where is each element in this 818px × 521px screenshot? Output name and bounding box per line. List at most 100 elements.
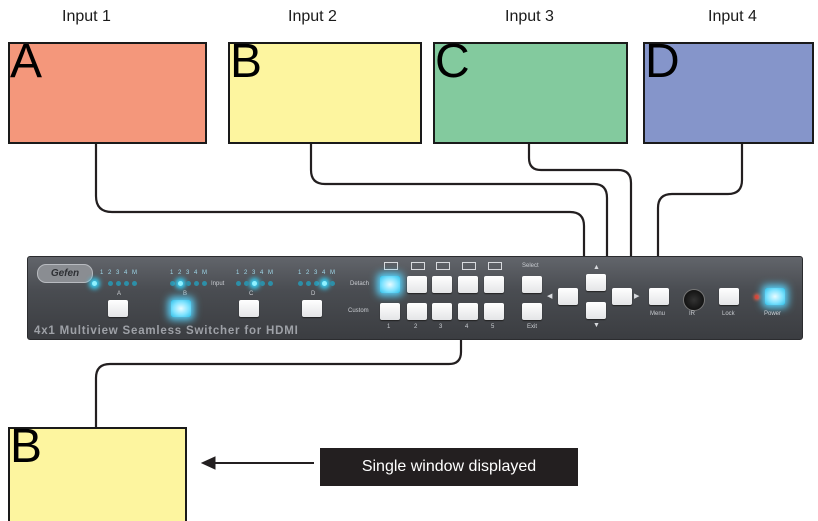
ir-sensor xyxy=(683,289,705,311)
led-indicator xyxy=(108,281,113,286)
input-4-screen: D xyxy=(643,38,814,144)
nav-left-button[interactable] xyxy=(558,288,578,305)
input-1-letter: A xyxy=(10,35,43,88)
cable-output xyxy=(94,340,463,428)
custom-button-1[interactable] xyxy=(380,303,400,320)
led-number: 3 xyxy=(314,270,318,276)
led-number: 4 xyxy=(194,270,198,276)
led-indicator xyxy=(252,281,257,286)
led-number: 3 xyxy=(186,270,190,276)
led-indicator xyxy=(92,281,97,286)
detach-button-5[interactable] xyxy=(484,276,504,293)
led-indicator xyxy=(330,281,335,286)
led-indicator xyxy=(260,281,265,286)
cable-input-4 xyxy=(656,144,744,258)
led-number: 4 xyxy=(322,270,326,276)
callout-label: Single window displayed xyxy=(320,448,578,486)
input-2-letter: B xyxy=(230,35,263,88)
custom-button-3[interactable] xyxy=(432,303,452,320)
input-2-label: Input 2 xyxy=(288,8,337,25)
custom-label: Custom xyxy=(348,308,369,314)
input-d-button[interactable] xyxy=(302,300,322,317)
led-number: 1 xyxy=(100,270,104,276)
ir-label: IR xyxy=(689,311,695,317)
input-3-letter: C xyxy=(435,35,470,88)
arrow-left-icon: ◀ xyxy=(547,293,553,300)
led-number: 3 xyxy=(252,270,256,276)
led-number: 4 xyxy=(260,270,264,276)
led-indicator xyxy=(236,281,241,286)
gefen-logo: Gefen xyxy=(37,264,93,283)
led-number: M xyxy=(202,270,207,276)
led-indicator xyxy=(298,281,303,286)
led-indicator xyxy=(194,281,199,286)
layout-single-icon xyxy=(384,262,398,270)
preset-number: 5 xyxy=(491,324,495,330)
preset-number: 1 xyxy=(387,324,391,330)
led-number: 2 xyxy=(108,270,112,276)
led-indicator xyxy=(170,281,175,286)
detach-button-2[interactable] xyxy=(407,276,427,293)
nav-down-button[interactable] xyxy=(586,302,606,319)
detach-button-1[interactable] xyxy=(380,276,400,293)
menu-button[interactable] xyxy=(649,288,669,305)
led-indicator xyxy=(178,281,183,286)
led-number: 4 xyxy=(124,270,128,276)
led-number: 2 xyxy=(306,270,310,276)
layout-quad-icon xyxy=(411,262,425,270)
led-indicator xyxy=(244,281,249,286)
input-4-letter: D xyxy=(645,35,680,88)
led-indicator xyxy=(186,281,191,286)
led-number: 1 xyxy=(298,270,302,276)
input-b-button[interactable] xyxy=(171,300,191,317)
detach-button-3[interactable] xyxy=(432,276,452,293)
lock-label: Lock xyxy=(722,311,735,317)
input-2-screen: B xyxy=(228,38,422,144)
cable-input-3 xyxy=(527,144,633,258)
lock-button[interactable] xyxy=(719,288,739,305)
nav-up-button[interactable] xyxy=(586,274,606,291)
input-1-screen: A xyxy=(8,38,207,144)
led-indicator xyxy=(124,281,129,286)
input-1-label: Input 1 xyxy=(62,8,111,25)
device-model-name: 4x1 Multiview Seamless Switcher for HDMI xyxy=(34,325,299,337)
arrow-down-icon: ▼ xyxy=(593,322,600,329)
preset-number: 2 xyxy=(414,324,418,330)
multiview-switcher: Gefen 1 2 3 4 M A 1 2 3 4 M B Input 1 2 … xyxy=(27,256,803,340)
custom-button-4[interactable] xyxy=(458,303,478,320)
output-screen: B xyxy=(8,423,187,521)
led-number: 3 xyxy=(116,270,120,276)
arrow-right-icon: ▶ xyxy=(634,293,640,300)
preset-number: 3 xyxy=(439,324,443,330)
led-number: 1 xyxy=(170,270,174,276)
power-label: Power xyxy=(764,311,782,317)
exit-label: Exit xyxy=(527,324,538,330)
led-indicator xyxy=(306,281,311,286)
input-a-button[interactable] xyxy=(108,300,128,317)
exit-button[interactable] xyxy=(522,303,542,320)
led-number: M xyxy=(132,270,137,276)
nav-right-button[interactable] xyxy=(612,288,632,305)
detach-button-4[interactable] xyxy=(458,276,478,293)
output-letter: B xyxy=(10,420,43,473)
arrow-up-icon: ▲ xyxy=(593,264,600,271)
custom-button-2[interactable] xyxy=(407,303,427,320)
led-number: M xyxy=(268,270,273,276)
led-indicator xyxy=(202,281,207,286)
layout-split-icon xyxy=(436,262,450,270)
layout-pip-icon xyxy=(462,262,476,270)
input-label: Input xyxy=(211,281,225,287)
input-c-button[interactable] xyxy=(239,300,259,317)
led-indicator xyxy=(268,281,273,286)
custom-button-5[interactable] xyxy=(484,303,504,320)
led-indicator xyxy=(322,281,327,286)
led-number: M xyxy=(330,270,335,276)
group-label-d: D xyxy=(311,291,316,297)
power-button[interactable] xyxy=(765,288,785,305)
led-number: 1 xyxy=(236,270,240,276)
layout-bottom-icon xyxy=(488,262,502,270)
input-3-screen: C xyxy=(433,38,628,144)
arrow-to-output xyxy=(200,456,314,470)
select-button[interactable] xyxy=(522,276,542,293)
